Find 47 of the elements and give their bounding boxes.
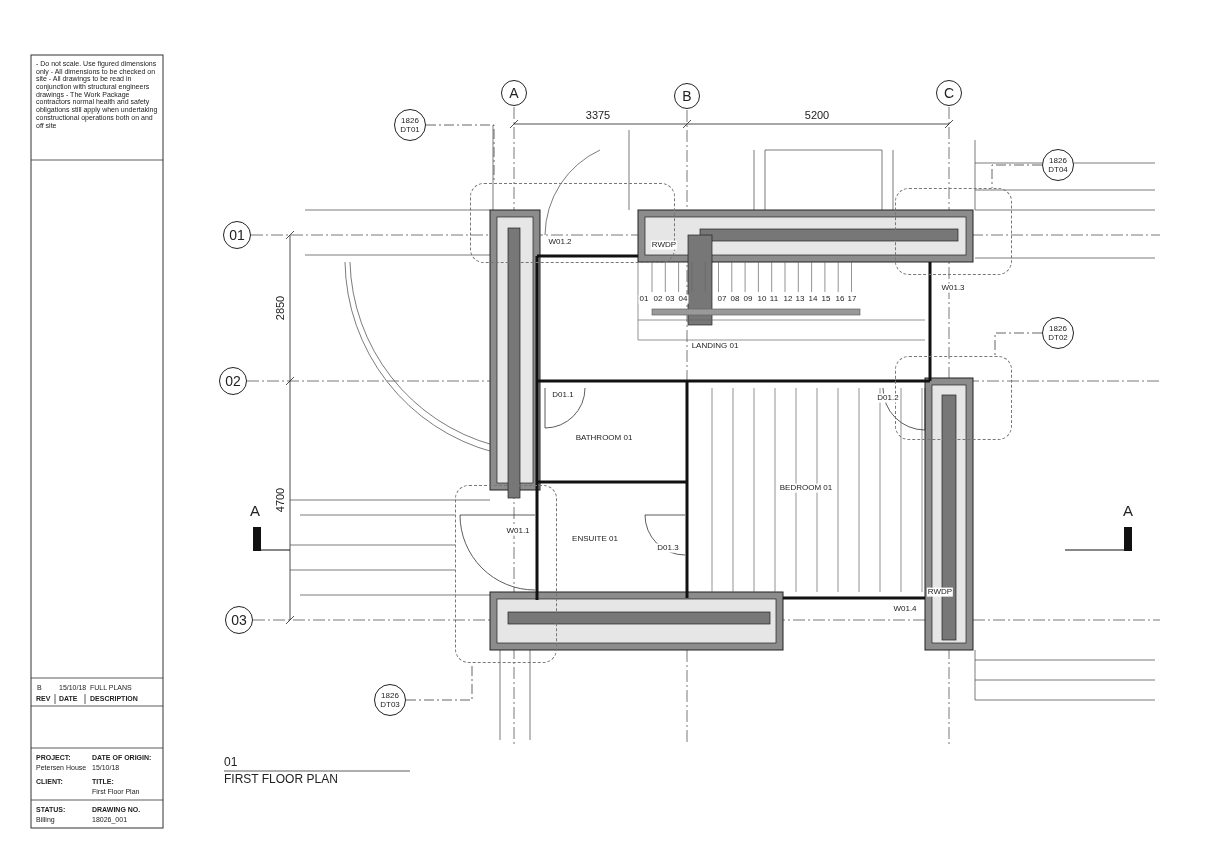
- window-tag: W01.4: [892, 604, 918, 614]
- leader-line: [991, 164, 1043, 189]
- dimension-text: 3375: [584, 108, 612, 122]
- grid-bubble: 03: [225, 606, 253, 634]
- stair-step-number: 02: [652, 294, 664, 304]
- room-label: BEDROOM 01: [778, 483, 834, 493]
- stair-step-number: 09: [742, 294, 754, 304]
- dimension-text: 5200: [803, 108, 831, 122]
- window-tag: W01.3: [940, 283, 966, 293]
- stair-step-number: 16: [834, 294, 846, 304]
- stair-step-number: 12: [782, 294, 794, 304]
- door-tag: D01.3: [656, 543, 680, 553]
- drawing-number: 01: [224, 756, 238, 770]
- drawing-title: FIRST FLOOR PLAN: [224, 773, 338, 787]
- dimension-text: 4700: [273, 486, 287, 514]
- detail-zone-outline: [895, 188, 1012, 275]
- door-tag: D01.1: [551, 390, 575, 400]
- stair-step-number: 08: [729, 294, 741, 304]
- window-tag: W01.1: [505, 526, 531, 536]
- grid-bubble: 02: [219, 367, 247, 395]
- grid-bubble: C: [936, 80, 962, 106]
- door-tag: D01.2: [876, 393, 900, 403]
- stair-step-number: 11: [768, 294, 780, 304]
- pipe-tag: RWDP: [926, 587, 954, 597]
- detail-callout-bubble: 1826 DT03: [374, 684, 406, 716]
- dimension-text: 2850: [273, 294, 287, 322]
- stair-step-number: 01: [638, 294, 650, 304]
- stair-step-number: 03: [664, 294, 676, 304]
- stair-step-number: 04: [677, 294, 689, 304]
- detail-callout-bubble: 1826 DT02: [1042, 317, 1074, 349]
- stair-step-number: 10: [756, 294, 768, 304]
- grid-bubble: B: [674, 83, 700, 109]
- window-tag: W01.2: [547, 237, 573, 247]
- stair-step-number: 07: [716, 294, 728, 304]
- detail-callout-bubble: 1826 DT04: [1042, 149, 1074, 181]
- room-label: BATHROOM 01: [574, 433, 634, 443]
- leader-line: [994, 332, 1043, 357]
- pipe-tag: RWDP: [650, 240, 678, 250]
- stair-step-number: 17: [846, 294, 858, 304]
- room-label: LANDING 01: [690, 341, 740, 351]
- detail-callout-bubble: 1826 DT01: [394, 109, 426, 141]
- room-label: ENSUITE 01: [571, 534, 619, 544]
- stair-step-number: 13: [794, 294, 806, 304]
- stair-step-number: 15: [820, 294, 832, 304]
- grid-bubble: A: [501, 80, 527, 106]
- stair-step-number: 14: [807, 294, 819, 304]
- grid-bubble: 01: [223, 221, 251, 249]
